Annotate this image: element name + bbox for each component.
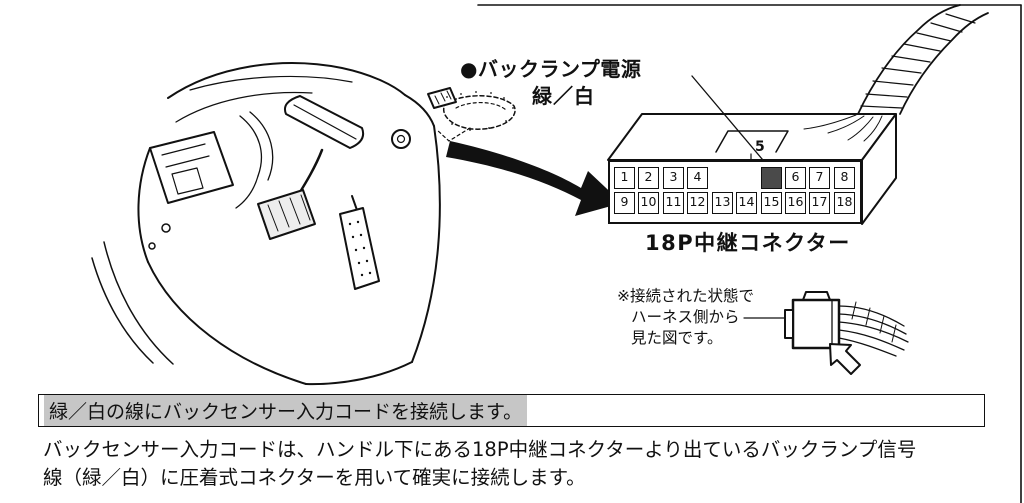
viewing-direction-arrow-icon bbox=[829, 343, 861, 375]
note-line-1: ※接続された状態で bbox=[617, 287, 754, 305]
connector-pin-6: 6 bbox=[785, 167, 806, 189]
connector-pin-14: 14 bbox=[736, 192, 757, 214]
car-footwell-sketch bbox=[91, 62, 516, 386]
arrow-icon bbox=[446, 141, 622, 216]
connector-pin-8: 8 bbox=[834, 167, 855, 189]
instruction-body-line-1: バックセンサー入力コードは、ハンドル下にある18P中継コネクターより出ているバッ… bbox=[43, 438, 917, 461]
connector-pin-9: 9 bbox=[614, 192, 635, 214]
wire-harness bbox=[857, 4, 989, 115]
connector-pin-2: 2 bbox=[638, 167, 659, 189]
note-line-3: 見た図です。 bbox=[631, 329, 723, 347]
connector-pin-18: 18 bbox=[834, 192, 855, 214]
note-line-2: ハーネス側から bbox=[631, 308, 740, 326]
connector-pin-1: 1 bbox=[614, 167, 635, 189]
connector-18p-front-face: 1 2 3 4 6 7 8 9 10 11 12 13 14 15 16 17 … bbox=[608, 160, 862, 224]
harness-side-view bbox=[784, 291, 909, 375]
connector-pin-4: 4 bbox=[687, 167, 708, 189]
connector-title: 18P中継コネクター bbox=[645, 231, 851, 255]
connector-pin-11: 11 bbox=[663, 192, 684, 214]
connector-pin-7: 7 bbox=[809, 167, 830, 189]
highlighted-instruction-text: 緑／白の線にバックセンサー入力コードを接続します。 bbox=[44, 395, 528, 426]
connector-pin-10: 10 bbox=[638, 192, 659, 214]
instruction-body-line-2: 線（緑／白）に圧着式コネクターを用いて確実に接続します。 bbox=[43, 466, 586, 489]
harness-view-note: ※接続された状態で ハーネス側から 見た図です。 bbox=[617, 286, 754, 349]
connector-3d-faces bbox=[607, 113, 897, 225]
connector-pin-12: 12 bbox=[687, 192, 708, 214]
connector-pin-13: 13 bbox=[712, 192, 733, 214]
instruction-body: バックセンサー入力コードは、ハンドル下にある18P中継コネクターより出ているバッ… bbox=[43, 436, 998, 492]
pin5-callout-number: 5 bbox=[755, 139, 765, 155]
connector-pin-3: 3 bbox=[663, 167, 684, 189]
connector-pin-16: 16 bbox=[785, 192, 806, 214]
connector-location-dashed-outline bbox=[427, 87, 516, 142]
callout-wire-color-label: 緑／白 bbox=[532, 84, 595, 108]
page-border bbox=[477, 4, 1022, 503]
callout-backlamp-power-label: ●バックランプ電源 bbox=[460, 57, 642, 81]
connector-pin-15: 15 bbox=[761, 192, 782, 214]
connector-pin-17: 17 bbox=[809, 192, 830, 214]
connector-pin-5-shaded bbox=[761, 167, 782, 189]
highlighted-instruction-box: 緑／白の線にバックセンサー入力コードを接続します。 bbox=[38, 394, 985, 427]
